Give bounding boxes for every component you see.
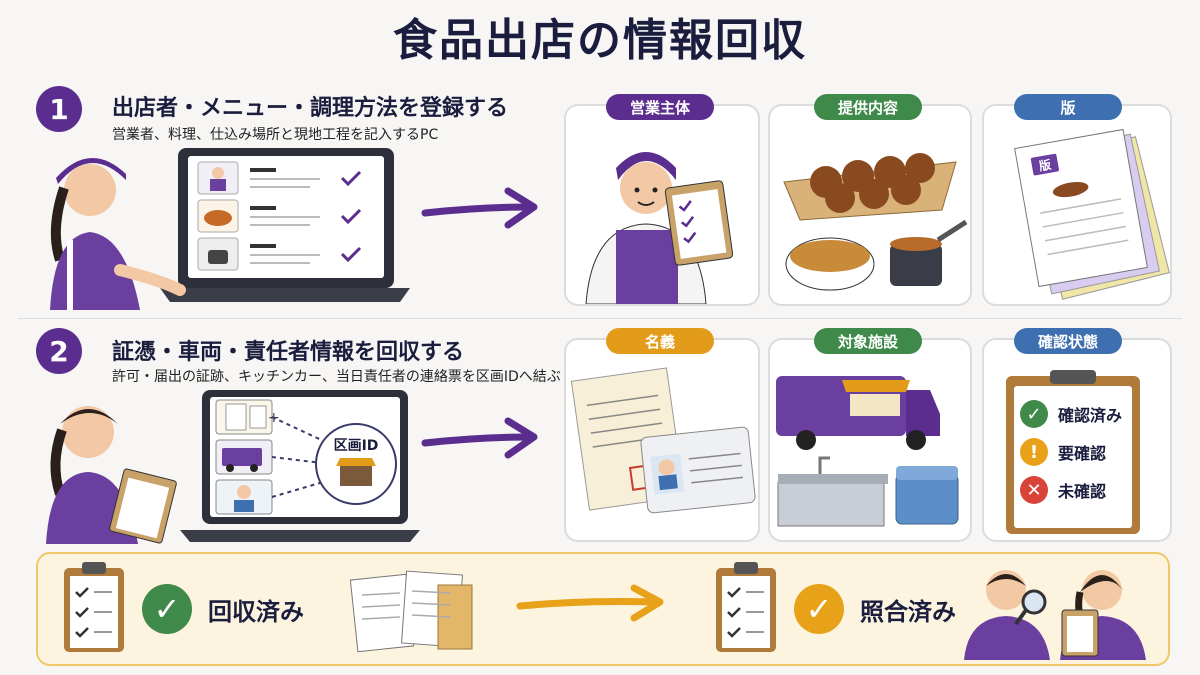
- stacked-documents-illustration: 版: [1014, 128, 1170, 300]
- step-2-badge: 2: [36, 328, 82, 374]
- status-needs-check-row: ! 要確認: [1020, 438, 1106, 466]
- collected-documents-icon: [349, 570, 473, 653]
- inspectors-illustration: [964, 570, 1146, 660]
- step-2-description: 許可・届出の証跡、キッチンカー、当日責任者の連絡票を区画IDへ結ぶ: [112, 369, 561, 385]
- form-row: [197, 161, 362, 195]
- label-offering: 提供内容: [814, 94, 922, 120]
- step-1-heading: 出店者・メニュー・調理方法を登録する: [112, 96, 509, 121]
- laptop-registration-illustration: [50, 148, 410, 310]
- card-target-facility: [768, 338, 972, 542]
- zone-id-label: 区画ID: [334, 438, 379, 454]
- step-1-description: 営業者、料理、仕込み場所と現地工程を記入するPC: [112, 127, 439, 143]
- vendor-with-clipboard-illustration: [585, 152, 734, 305]
- exclamation-icon: !: [1020, 438, 1048, 466]
- label-business-entity: 営業主体: [606, 94, 714, 120]
- step-1-arrow-icon: [421, 187, 538, 229]
- food-truck-and-kitchen-illustration: [776, 376, 959, 527]
- status-unconfirmed-row: ✕ 未確認: [1020, 476, 1106, 504]
- certificate-and-id-card-illustration: [570, 367, 756, 514]
- matched-clipboard-icon: [716, 562, 776, 652]
- status-unconfirmed-label: 未確認: [1058, 482, 1107, 501]
- check-icon: ✓: [1020, 400, 1048, 428]
- card-holder-name: [564, 338, 760, 542]
- card-business-entity: [564, 104, 760, 306]
- zone-linking-illustration: + 区画ID: [46, 390, 420, 544]
- step-2-arrow-icon: [421, 417, 538, 459]
- doc-version-tag: 版: [1038, 157, 1052, 174]
- label-target-facility: 対象施設: [814, 328, 922, 354]
- collected-label: 回収済み: [208, 598, 304, 626]
- card-check-status: ✓ 確認済み ! 要確認 ✕ 未確認: [982, 338, 1172, 542]
- step-2-heading: 証憑・車両・責任者情報を回収する: [112, 340, 465, 365]
- label-check-status: 確認状態: [1014, 328, 1122, 354]
- status-flow-panel: [36, 552, 1170, 666]
- collected-to-matched-arrow-icon: [516, 584, 664, 622]
- status-needs-check-label: 要確認: [1058, 444, 1107, 463]
- takoyaki-and-noodles-illustration: [783, 153, 968, 291]
- label-holder-name: 名義: [606, 328, 714, 354]
- step-1-badge: 1: [36, 86, 82, 132]
- matched-label: 照合済み: [860, 598, 956, 626]
- page-title: 食品出店の情報回収: [393, 15, 807, 66]
- collected-check-icon: ✓: [142, 584, 192, 634]
- status-confirmed-label: 確認済み: [1058, 406, 1123, 425]
- status-confirmed-row: ✓ 確認済み: [1020, 400, 1122, 428]
- matched-check-icon: ✓: [794, 584, 844, 634]
- card-offering: [768, 104, 972, 306]
- clipboard-checklist-icon: [64, 562, 124, 652]
- label-version: 版: [1014, 94, 1122, 120]
- clipboard-clip-icon: [1050, 370, 1096, 384]
- cross-icon: ✕: [1020, 476, 1048, 504]
- card-version: 版: [982, 104, 1172, 306]
- section-divider: [18, 318, 1182, 319]
